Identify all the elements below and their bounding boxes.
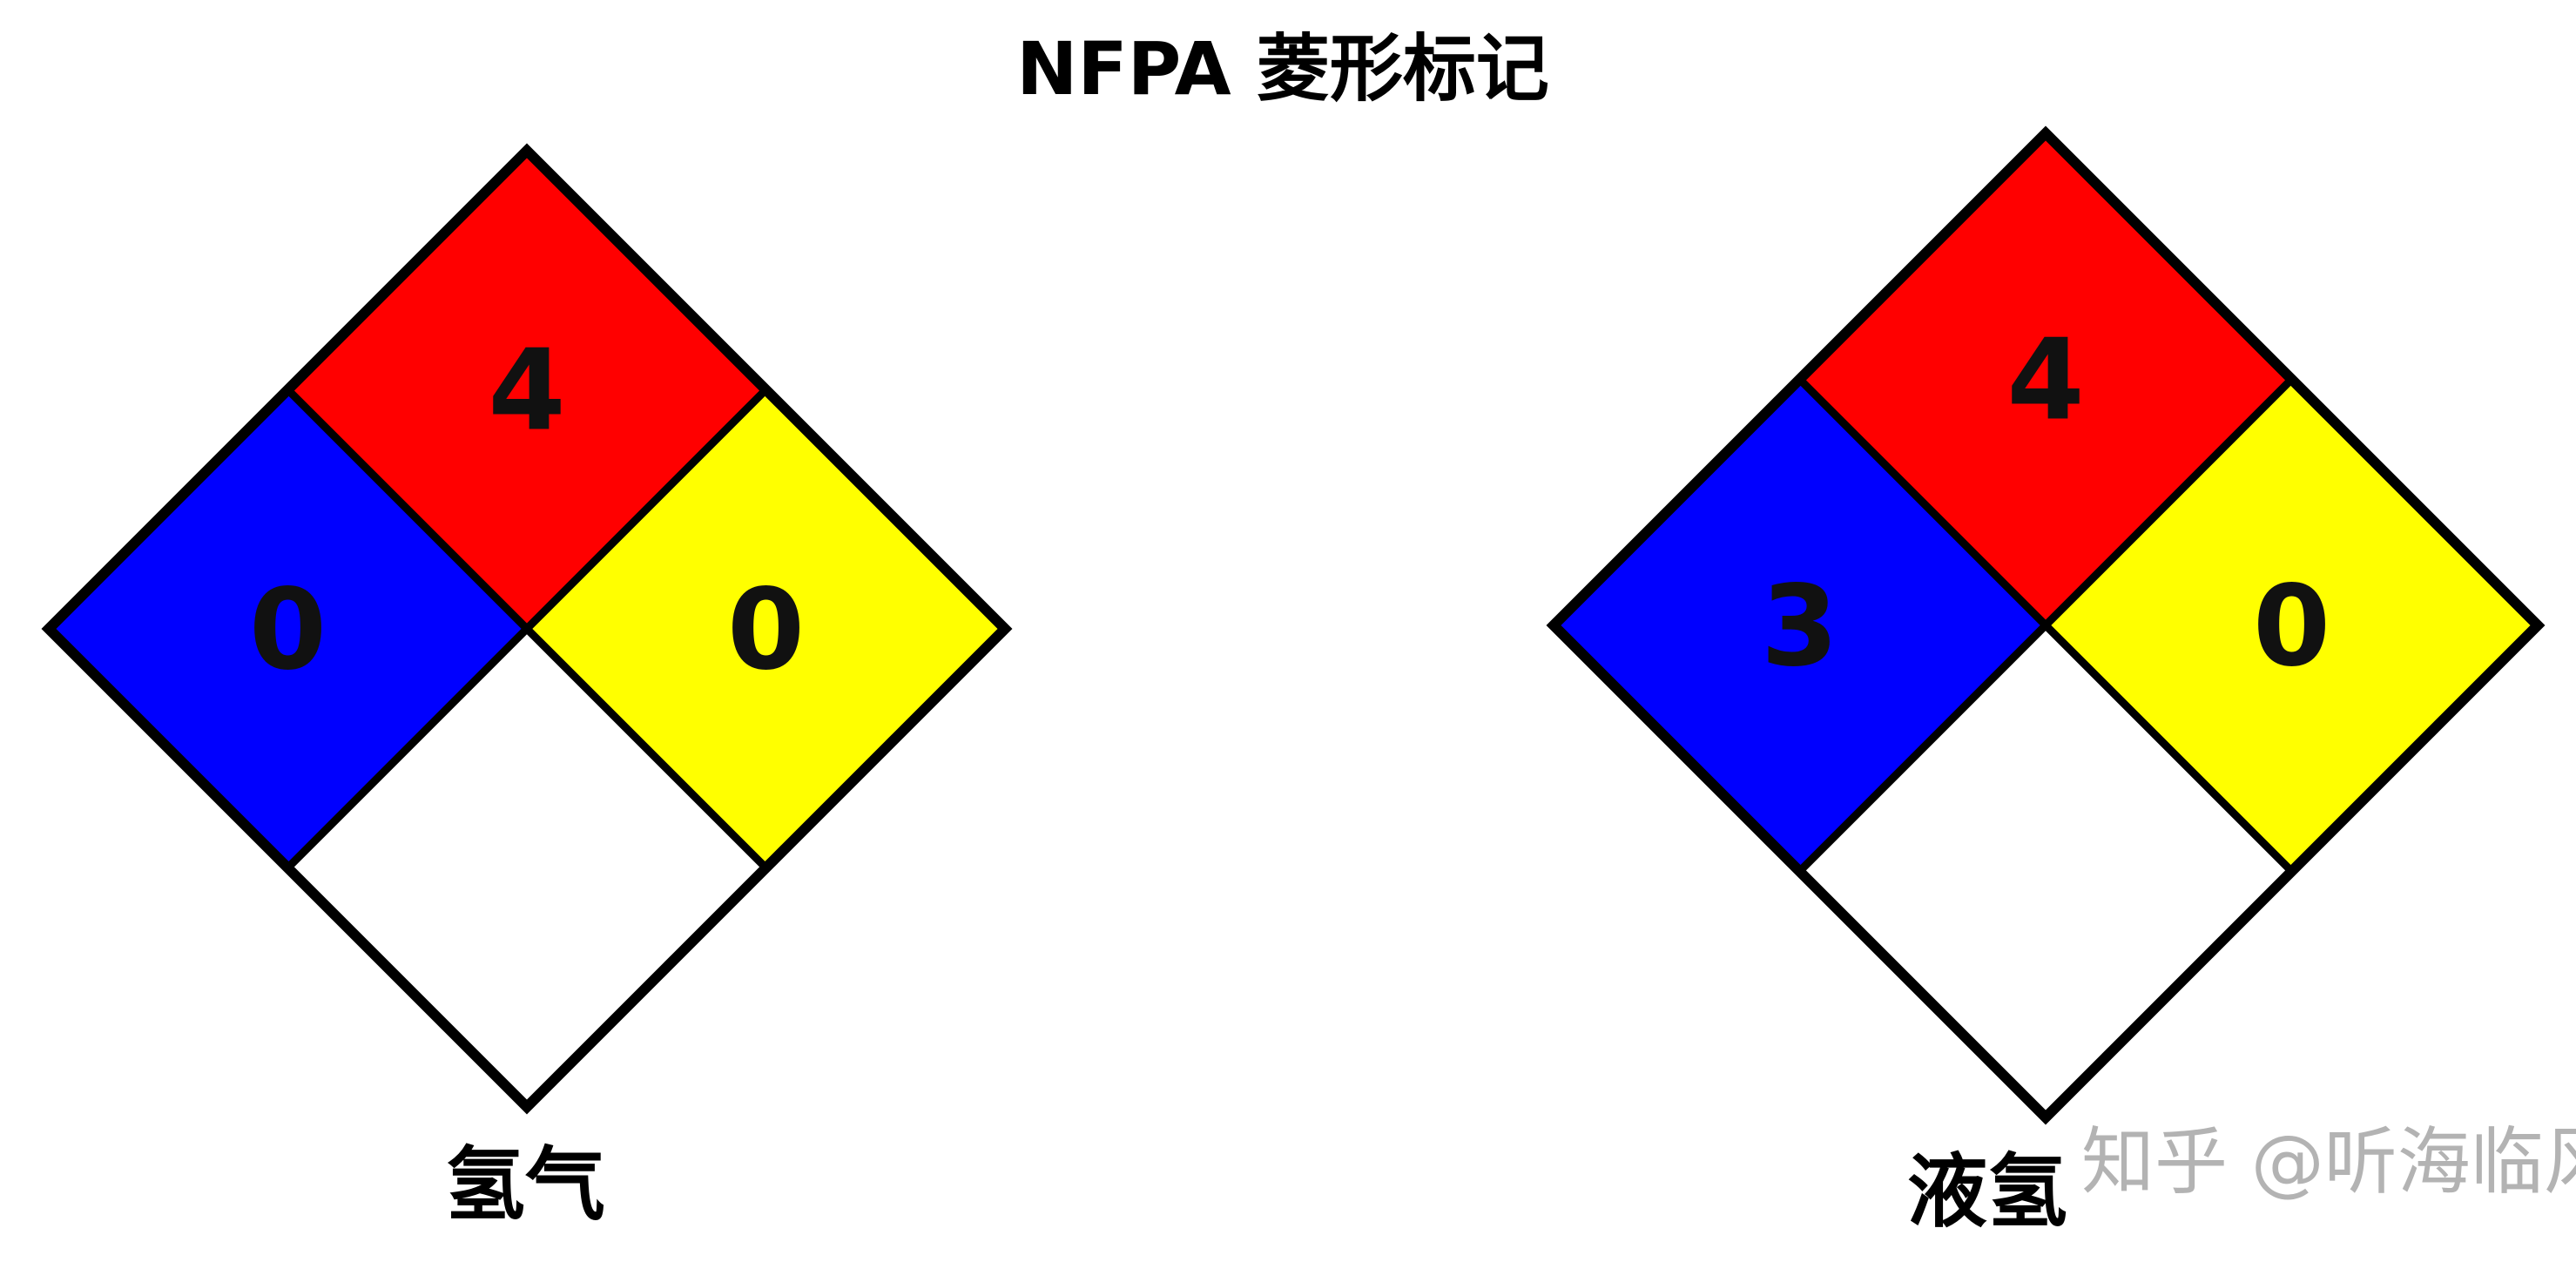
diamond-outline [41, 143, 1013, 1115]
watermark: 知乎 @听海临风 [2081, 1119, 2576, 1205]
instability-rating: 0 [2253, 562, 2330, 692]
health-rating: 0 [249, 565, 327, 695]
diamond-liquid-hydrogen: 4 3 0 [1546, 125, 2546, 1125]
health-rating: 3 [1761, 562, 1838, 692]
diamond-hydrogen-gas: 4 0 0 [41, 143, 1013, 1115]
flammability-rating: 4 [2006, 316, 2084, 446]
flammability-rating: 4 [488, 327, 565, 456]
page-title: NFPA 菱形标记 [1016, 26, 1549, 111]
diamond-outline [1546, 125, 2546, 1125]
label-liquid-hydrogen: 液氢 [1907, 1145, 2067, 1238]
instability-rating: 0 [727, 565, 805, 695]
label-hydrogen-gas: 氢气 [445, 1138, 605, 1232]
